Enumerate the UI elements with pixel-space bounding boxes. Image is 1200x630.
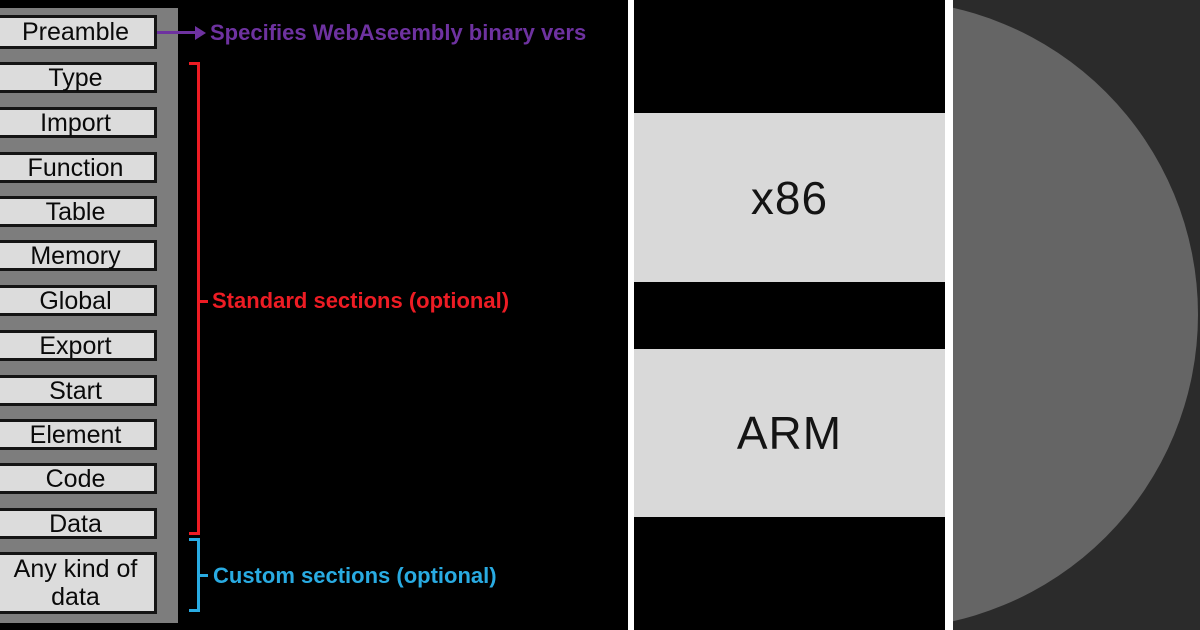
section-box-import: Import [0, 107, 157, 138]
decoration-panel [953, 0, 1200, 630]
custom-sections-note: Custom sections (optional) [213, 563, 497, 588]
section-box-type: Type [0, 62, 157, 93]
section-box-data: Data [0, 508, 157, 539]
panel-divider [628, 0, 634, 630]
bracket-tick [189, 538, 198, 541]
section-box-export: Export [0, 330, 157, 361]
target-architectures-panel: x86 ARM [634, 0, 945, 630]
section-box-table: Table [0, 196, 157, 227]
section-box-any-kind-of-data: Any kind of data [0, 552, 157, 614]
bracket-line [197, 538, 200, 612]
section-box-preamble: Preamble [0, 15, 157, 49]
section-box-start: Start [0, 375, 157, 406]
arch-box-x86: x86 [634, 113, 945, 282]
bracket-tick [189, 532, 198, 535]
bracket-tick [200, 300, 208, 303]
bracket-line [197, 62, 200, 535]
annotations-layer: Specifies WebAseembly binary vers Standa… [157, 20, 587, 612]
section-box-global: Global [0, 285, 157, 316]
circle-decoration [953, 0, 1198, 629]
arrow-right-icon [195, 26, 206, 40]
bracket-tick [189, 62, 198, 65]
panel-divider [945, 0, 953, 630]
section-box-memory: Memory [0, 240, 157, 271]
section-box-function: Function [0, 152, 157, 183]
arch-box-arm: ARM [634, 349, 945, 517]
module-sections-panel: Preamble Type Import Function Table Memo… [0, 8, 178, 623]
preamble-arrow [157, 31, 195, 34]
section-box-code: Code [0, 463, 157, 494]
standard-sections-note: Standard sections (optional) [212, 288, 510, 313]
bracket-tick [200, 574, 208, 577]
bracket-tick [189, 609, 198, 612]
preamble-note: Specifies WebAseembly binary vers [210, 20, 587, 45]
section-box-element: Element [0, 419, 157, 450]
